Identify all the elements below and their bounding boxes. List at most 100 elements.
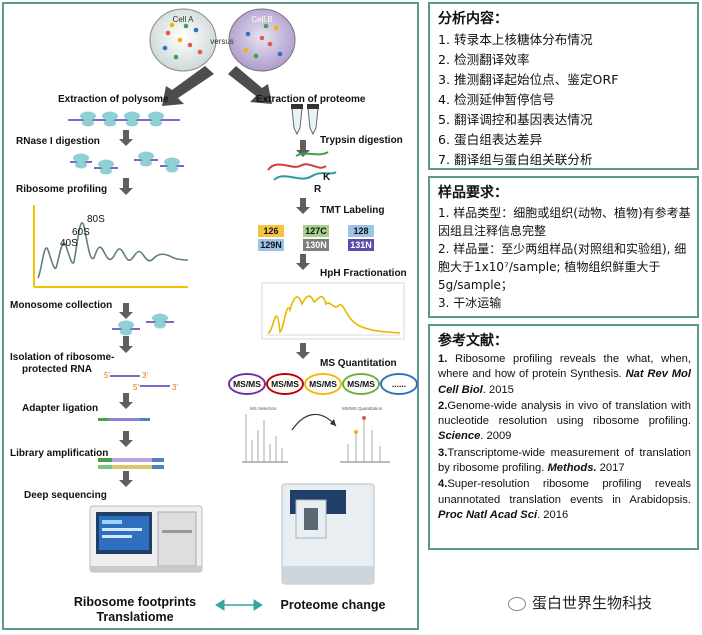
sample-type: 1. 样品类型：细胞或组织(动物、植物)有参考基因组且注释信息完整 (438, 206, 691, 238)
mass-spectrometer-illustration (281, 483, 375, 585)
reference-item: 3.Transcriptome-wide measurement of tran… (438, 446, 691, 477)
bidirectional-arrow (215, 599, 263, 611)
tubes (291, 104, 319, 136)
peptides (267, 151, 337, 181)
reference-journal: Proc Natl Acad Sci (438, 508, 538, 521)
analysis-item: 6. 蛋白组表达差异 (438, 132, 543, 147)
tmt-tag-129n: 129N (258, 239, 284, 251)
analysis-title: 分析内容： (438, 11, 508, 27)
right-arrows (296, 140, 310, 359)
watermark-text: 蛋白世界生物科技 (532, 594, 653, 612)
bottom-ribo-line1: Ribosome footprints (73, 595, 197, 609)
tmt-tag-127c: 127C (303, 225, 329, 237)
tmt-tag-131n: 131N (348, 239, 374, 251)
peptide-r: R (314, 184, 322, 195)
bottom-proteome: Proteome change (280, 598, 386, 612)
analysis-item: 1. 转录本上核糖体分布情况 (438, 32, 593, 47)
step-monosome: Monosome collection (10, 300, 113, 311)
split-arrows (162, 66, 272, 106)
analysis-item: 4. 检测延伸暂停信号 (438, 92, 555, 107)
sample-amount: 2. 样品量：至少两组样品(对照组和实验组), 细胞大于1x10⁷/sample… (438, 242, 687, 292)
reference-number: 2. (438, 399, 448, 412)
analysis-item: 5. 翻译调控和基因表达情况 (438, 112, 593, 127)
wechat-icon (508, 596, 526, 611)
cell-a-label: Cell A (173, 15, 195, 24)
references-panel: 参考文献： 1. Ribosome profiling reveals the … (428, 324, 699, 550)
five-prime-b: 5' (133, 383, 139, 392)
sample-shipping: 3. 干冰运输 (438, 296, 502, 310)
ms-oval-2: MS/MS (266, 373, 304, 395)
analysis-panel: 分析内容： 1. 转录本上核糖体分布情况 2. 检测翻译效率 3. 推测翻译起始… (428, 2, 699, 170)
reference-journal: Science (438, 430, 481, 443)
peak-60s: 60S (72, 227, 90, 238)
reference-item: 1. Ribosome profiling reveals the what, … (438, 352, 691, 398)
library-amplicon (98, 458, 164, 469)
reference-text: Genome-wide analysis in vivo of translat… (438, 399, 691, 428)
sample-panel: 样品要求： 1. 样品类型：细胞或组织(动物、植物)有参考基因组且注释信息完整 … (428, 176, 699, 318)
step-extraction-polysome: Extraction of polysome (58, 94, 169, 105)
reference-year: . 2015 (482, 383, 514, 396)
reference-number: 4. (438, 478, 448, 491)
cell-b-dots (243, 23, 283, 59)
three-prime-a: 3' (142, 371, 148, 380)
step-profiling: Ribosome profiling (16, 184, 108, 195)
analysis-item: 7. 翻译组与蛋白组关联分析 (438, 152, 593, 167)
fractionation-plot (261, 282, 405, 340)
step-rnase: RNase I digestion (16, 136, 100, 147)
step-adapter: Adapter ligation (22, 403, 99, 414)
bottom-ribosome: Ribosome footprints Translatiome (60, 595, 210, 625)
reference-number: 1. (438, 353, 448, 365)
reference-journal: Methods. (547, 462, 597, 475)
five-prime-a: 5' (104, 371, 110, 380)
reference-journal: Nat Rev Mol Cell Biol (438, 368, 691, 396)
analysis-item: 3. 推测翻译起始位点、鉴定ORF (438, 72, 619, 87)
ms-oval-3: MS/MS (304, 373, 342, 395)
spectra (242, 413, 390, 463)
step-library: Library amplification (10, 448, 109, 459)
spectra-right-label: MS/MS Quantitation (342, 406, 383, 411)
sequencer-illustration (89, 505, 203, 573)
reference-text: Super-resolution ribosome profiling reve… (438, 478, 691, 506)
step-deep: Deep sequencing (24, 490, 107, 501)
peak-80s: 80S (87, 214, 105, 225)
polysome (68, 111, 180, 127)
reference-text: Transcriptome-wide measurement of transl… (438, 446, 691, 475)
step-extraction-proteome: Extraction of proteome (256, 94, 366, 105)
reference-item: 4.Super-resolution ribosome profiling re… (438, 477, 691, 523)
ribosome-profile-plot (33, 205, 189, 288)
cell-a (149, 8, 217, 72)
references-title: 参考文献： (438, 333, 508, 349)
three-prime-b: 3' (172, 383, 178, 392)
peak-40s: 40S (60, 238, 78, 249)
step-tmt: TMT Labeling (320, 205, 385, 216)
adapter-ligated-rna (98, 418, 150, 421)
step-trypsin: Trypsin digestion (320, 135, 403, 146)
step-hph: HpH Fractionation (320, 268, 407, 279)
tmt-tag-126: 126 (258, 225, 284, 237)
tmt-tag-128: 128 (348, 225, 374, 237)
ms-oval-5: ...... (380, 373, 418, 395)
versus-label: versus (210, 37, 234, 46)
monosome-pair (112, 313, 174, 336)
analysis-list: 1. 转录本上核糖体分布情况 2. 检测翻译效率 3. 推测翻译起始位点、鉴定O… (438, 30, 697, 170)
watermark: 蛋白世界生物科技 (508, 592, 652, 613)
reference-number: 3. (438, 446, 448, 459)
tmt-tag-130n: 130N (303, 239, 329, 251)
reference-year: . 2009 (480, 430, 512, 443)
reference-item: 2.Genome-wide analysis in vivo of transl… (438, 399, 691, 445)
reference-year: 2017 (596, 462, 625, 475)
step-isolation-line1: Isolation of ribosome- (10, 352, 115, 363)
ms-oval-4: MS/MS (342, 373, 380, 395)
sample-title: 样品要求： (438, 185, 508, 201)
peptide-k: K (323, 172, 331, 183)
step-ms: MS Quantitation (320, 358, 397, 369)
cell-a-dots (162, 22, 203, 60)
workflow-frame (2, 2, 419, 630)
left-arrows (119, 130, 133, 487)
bottom-ribo-line2: Translatiome (96, 610, 174, 624)
analysis-item: 2. 检测翻译效率 (438, 52, 530, 67)
step-isolation-line2: protected RNA (22, 364, 93, 375)
workflow-graphics: Cell A Cell B versus (33, 8, 405, 611)
spectra-left-label: MS Selection (250, 406, 277, 411)
reference-text: Ribosome profiling reveals the what, whe… (438, 353, 691, 381)
